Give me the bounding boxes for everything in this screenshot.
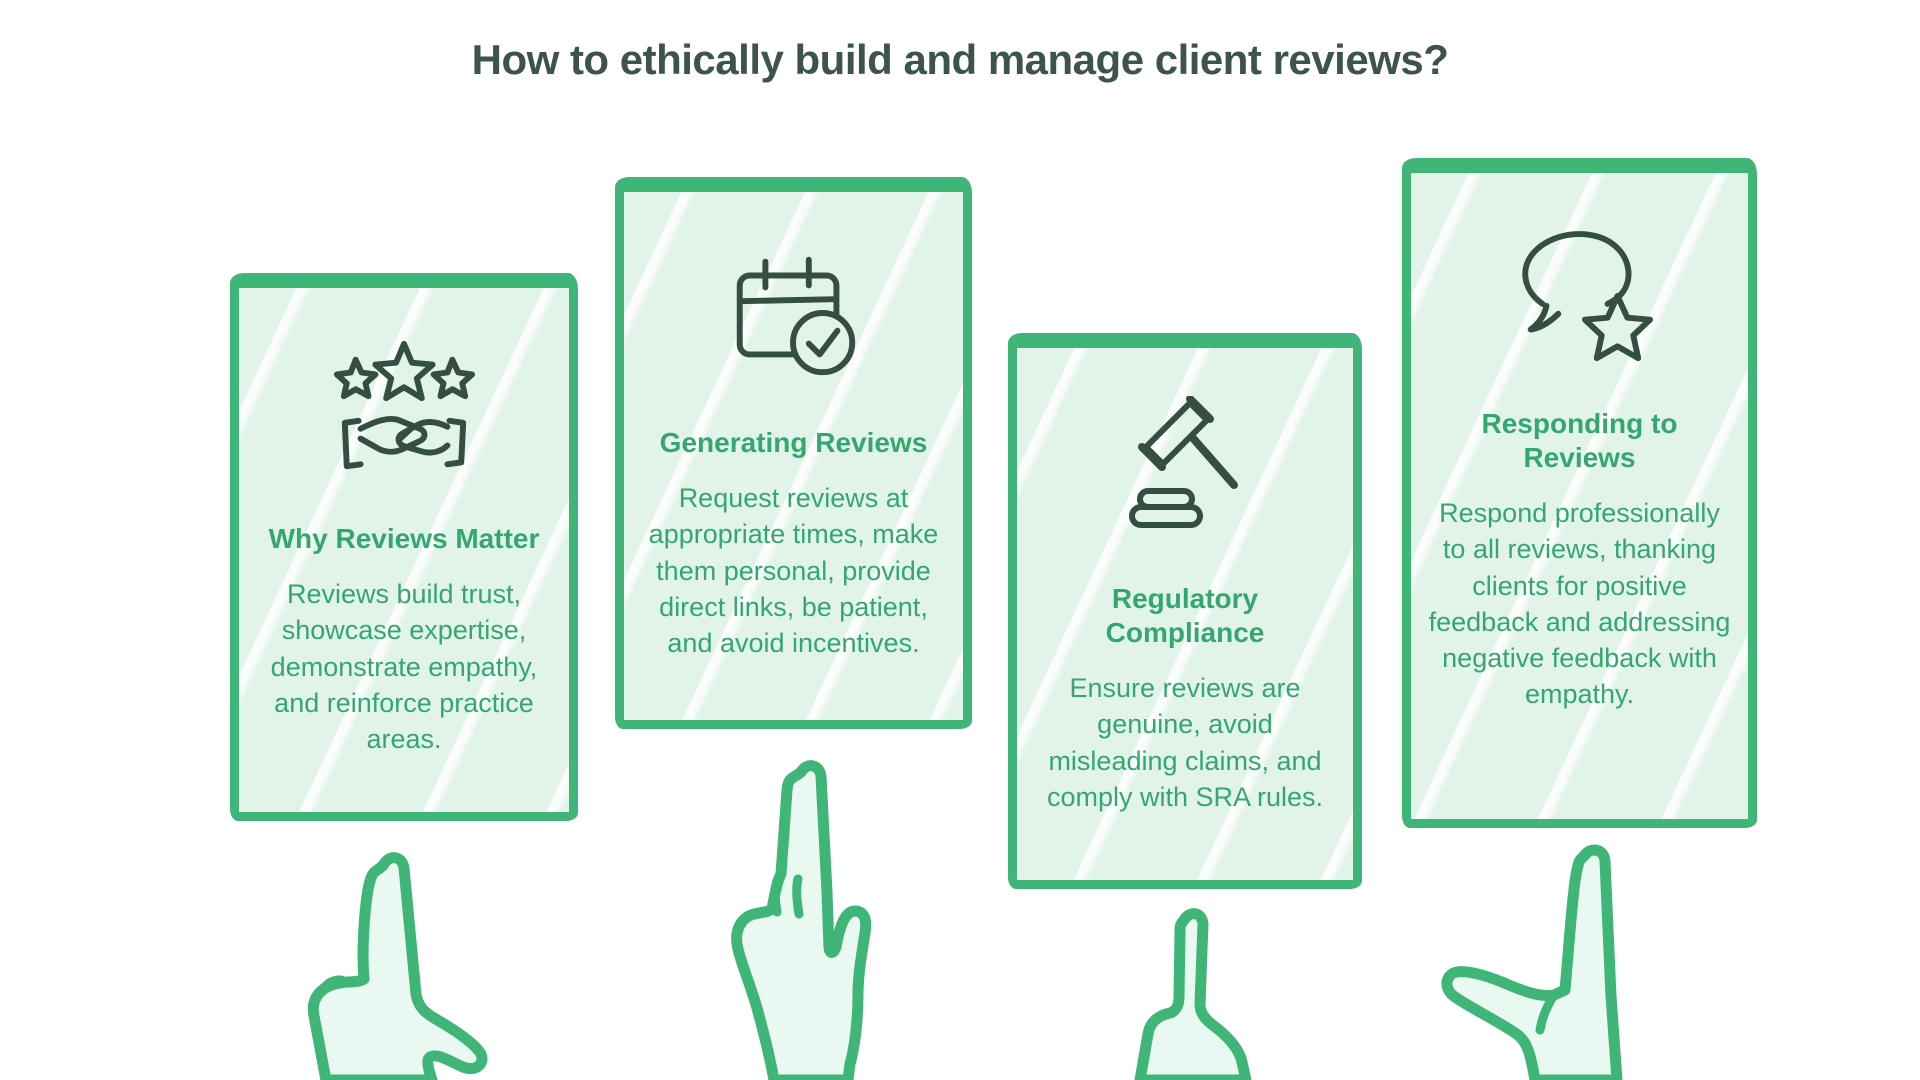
pointing-hand-icon-2 [715, 760, 895, 1080]
card-body: Request reviews at appropriate times, ma… [648, 483, 939, 658]
speech-bubble-star-icon [1500, 221, 1660, 369]
card-title: Generating Reviews [659, 427, 928, 458]
three-stars-handshake-icon [324, 336, 484, 484]
card-regulatory-compliance: Regulatory Compliance Ensure reviews are… [1008, 333, 1362, 889]
card-body: Respond professionally to all reviews, t… [1428, 498, 1731, 710]
gavel-icon [1110, 396, 1260, 544]
card-title: Responding to Reviews [1481, 408, 1678, 474]
card-body: Ensure reviews are genuine, avoid mislea… [1046, 673, 1324, 812]
card-title: Why Reviews Matter [268, 523, 540, 554]
card-why-reviews-matter: Why Reviews Matter Reviews build trust, … [230, 273, 578, 821]
pointing-hand-icon-3 [1128, 908, 1258, 1080]
card-responding-to-reviews: Responding to Reviews Respond profession… [1402, 158, 1757, 828]
card-body: Reviews build trust, showcase expertise,… [270, 579, 538, 754]
pointing-hand-icon-4 [1438, 844, 1663, 1080]
calendar-check-icon [719, 240, 869, 388]
page-title: How to ethically build and manage client… [471, 36, 1449, 84]
pointing-hand-icon-1 [300, 852, 495, 1080]
card-generating-reviews: Generating Reviews Request reviews at ap… [615, 177, 972, 729]
card-title: Regulatory Compliance [1105, 583, 1265, 649]
